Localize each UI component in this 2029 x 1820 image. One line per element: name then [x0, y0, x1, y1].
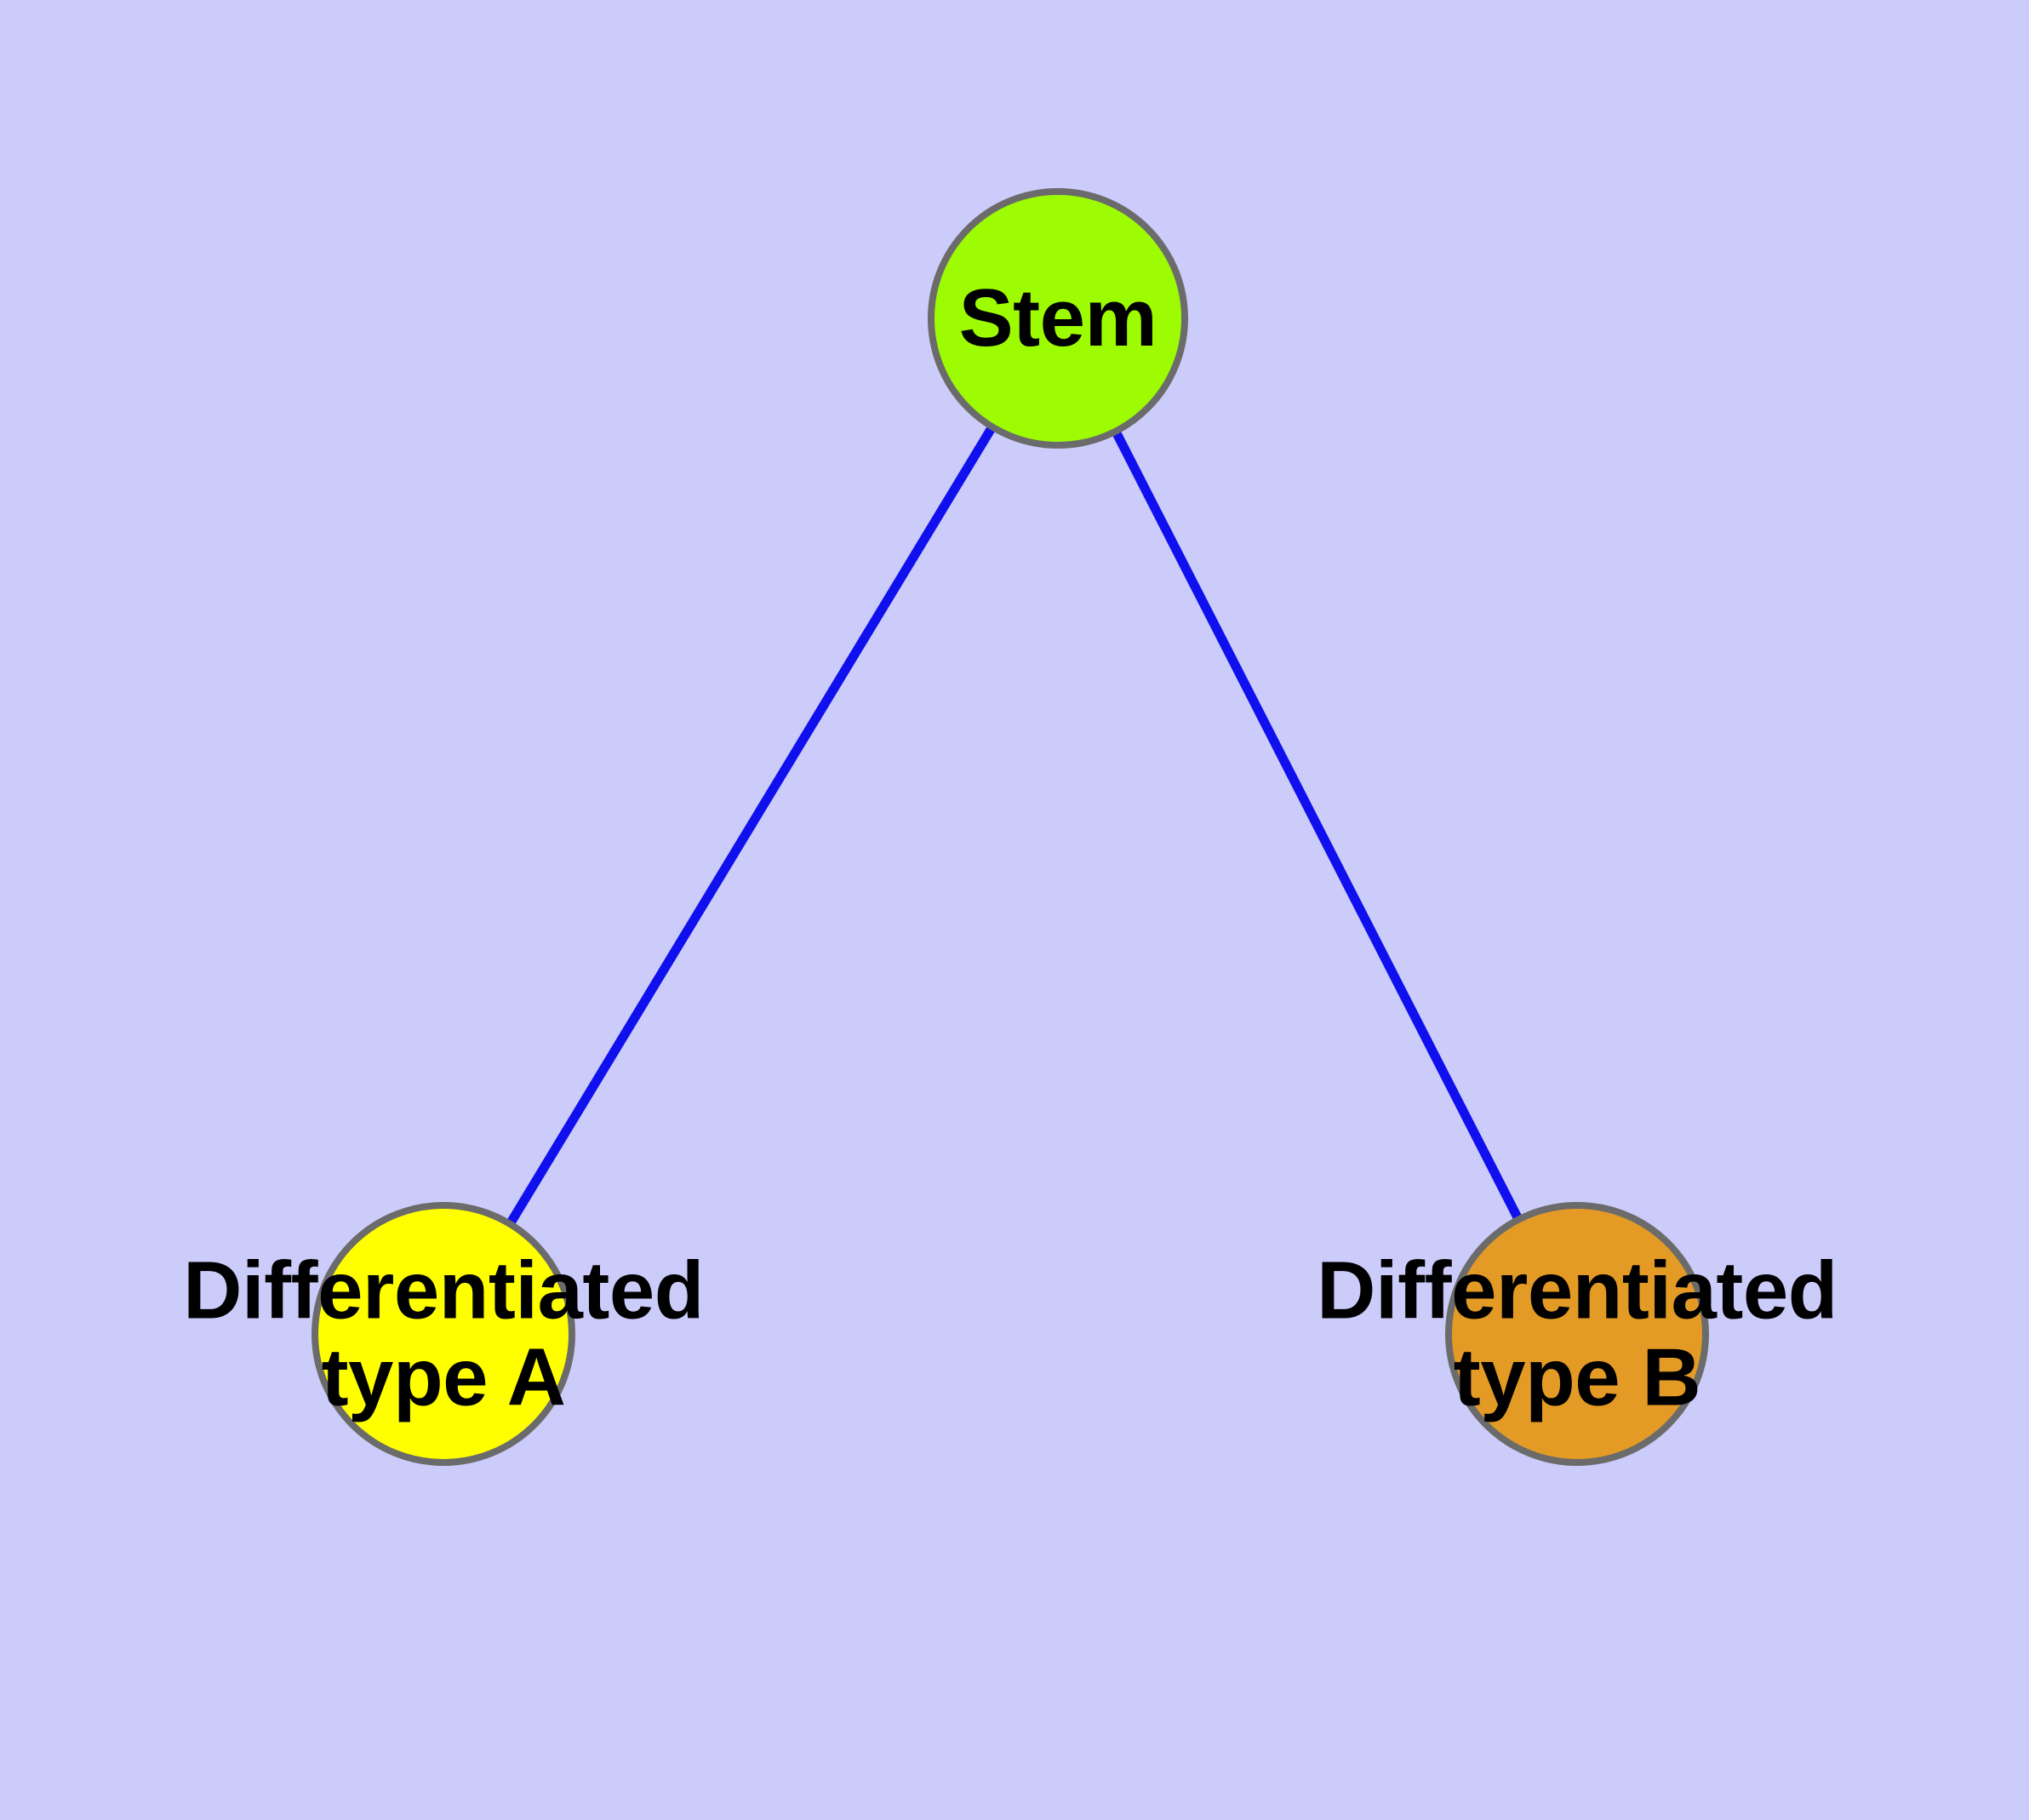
- node-stem[interactable]: [928, 188, 1188, 449]
- node-differentiated-type-b[interactable]: [1445, 1202, 1709, 1466]
- edge-stem-to-differentiated-a[interactable]: [438, 313, 1063, 1339]
- node-group: [311, 188, 1709, 1466]
- edge-stem-to-differentiated-b[interactable]: [1053, 313, 1582, 1339]
- node-differentiated-type-a[interactable]: [311, 1202, 575, 1466]
- edge-group: [438, 313, 1582, 1339]
